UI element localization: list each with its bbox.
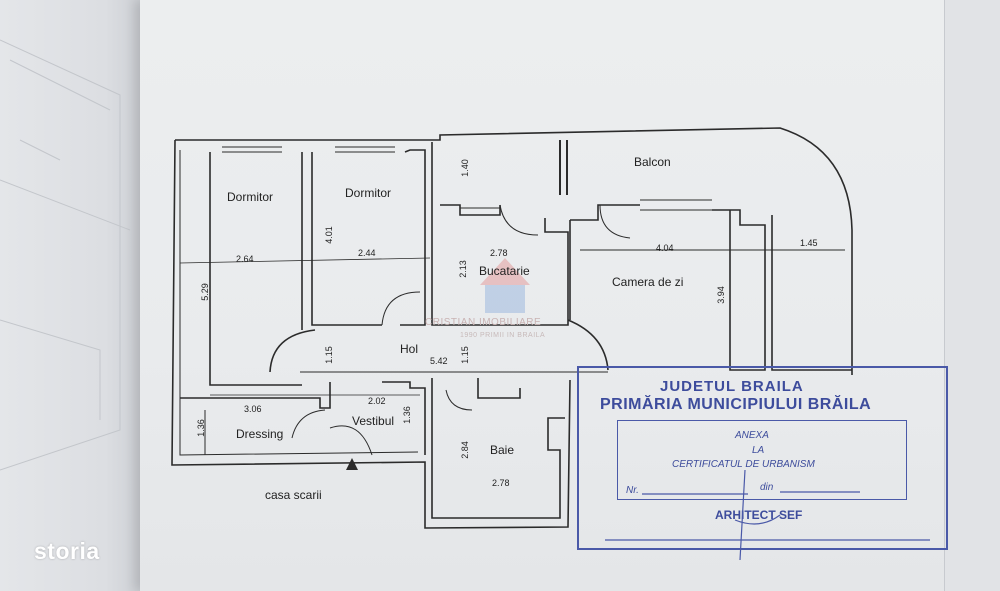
entrance-arrow-icon (346, 458, 358, 470)
living-window (640, 199, 712, 211)
dim-line-bedrooms (179, 257, 431, 264)
stamp-city-hall: PRIMĂRIA MUNICIPIULUI BRĂILA (600, 396, 872, 413)
vestibul-right (382, 381, 426, 455)
paper-left-faint-lines (0, 39, 131, 471)
vestibul-door-arc (329, 425, 373, 456)
dressing-door-arc (291, 409, 326, 439)
stamp-la: LA (752, 445, 765, 456)
room-label-dormitor-2: Dormitor (345, 186, 392, 200)
stamp-din: din (760, 482, 774, 493)
outer-wall-top (175, 127, 853, 375)
room-label-baie: Baie (490, 443, 515, 457)
stamp-inner-frame (617, 420, 907, 500)
stamp-nr: Nr. (626, 485, 639, 496)
dimension-label: 5.42 (430, 356, 448, 366)
outer-wall-left-bottom (171, 139, 571, 529)
hol-arc-right (567, 319, 609, 371)
living-door-arc (599, 204, 631, 239)
bath-walls (431, 378, 565, 519)
room-label-dormitor-1: Dormitor (227, 190, 274, 204)
paper-left-sheet (0, 0, 150, 591)
living-right-wall (712, 209, 766, 371)
door-arc-bedroom2 (381, 291, 421, 326)
dressing-top (180, 382, 331, 409)
dimension-label: 3.06 (244, 404, 262, 414)
room-label-vestibul: Vestibul (352, 414, 395, 428)
kitchen-walls (431, 142, 569, 326)
window-bedroom1 (222, 146, 282, 153)
dimension-label: 4.04 (656, 243, 674, 253)
dimension-label: 2.02 (368, 396, 386, 406)
room-label-dressing: Dressing (236, 427, 284, 441)
dimension-label: 2.78 (490, 248, 508, 258)
bedroom-divider (301, 152, 382, 330)
room-label-balcon: Balcon (634, 155, 671, 169)
watermark-name: CRISTIAN IMOBILIARE (425, 317, 542, 328)
bedroom1-wall (209, 152, 302, 386)
living-left-wall (569, 204, 640, 320)
room-label-hol: Hol (400, 342, 419, 356)
room-label-camera-de-zi: Camera de zi (612, 275, 684, 289)
kitchen-top-wall (440, 204, 501, 216)
dimension-label: 2.64 (236, 254, 254, 264)
dimension-label: 2.78 (492, 478, 510, 488)
stamp-certificate: CERTIFICATUL DE URBANISM (672, 459, 815, 470)
paper-right-sheet (944, 0, 1000, 591)
watermark-logo-icon (480, 258, 530, 313)
bath-door-arc (445, 389, 473, 411)
inner-wall-left (179, 150, 419, 456)
room-label-bucatarie: Bucatarie (479, 264, 530, 278)
stamp-outer-frame (577, 366, 948, 550)
label-casa-scarii: casa scarii (265, 488, 322, 502)
stamp-architect: ARHITECT SEF (715, 508, 803, 522)
dimension-label: 2.44 (358, 248, 376, 258)
bedroom2-right-wall (400, 149, 426, 326)
window-bedroom2 (335, 146, 395, 153)
bath-top (477, 378, 521, 399)
hol-arc-left (269, 329, 316, 373)
stamp-county: JUDETUL BRAILA (660, 378, 804, 395)
watermark-tagline: 1990 PRIMII IN BRAILA (460, 332, 546, 339)
balcony-lower-wall (771, 215, 852, 371)
balcony-divider (559, 140, 568, 195)
kitchen-door-arc (499, 204, 539, 236)
stamp-anexa: ANEXA (735, 430, 769, 441)
storia-logo: storia (34, 538, 100, 564)
dimension-label: 1.45 (800, 238, 818, 248)
